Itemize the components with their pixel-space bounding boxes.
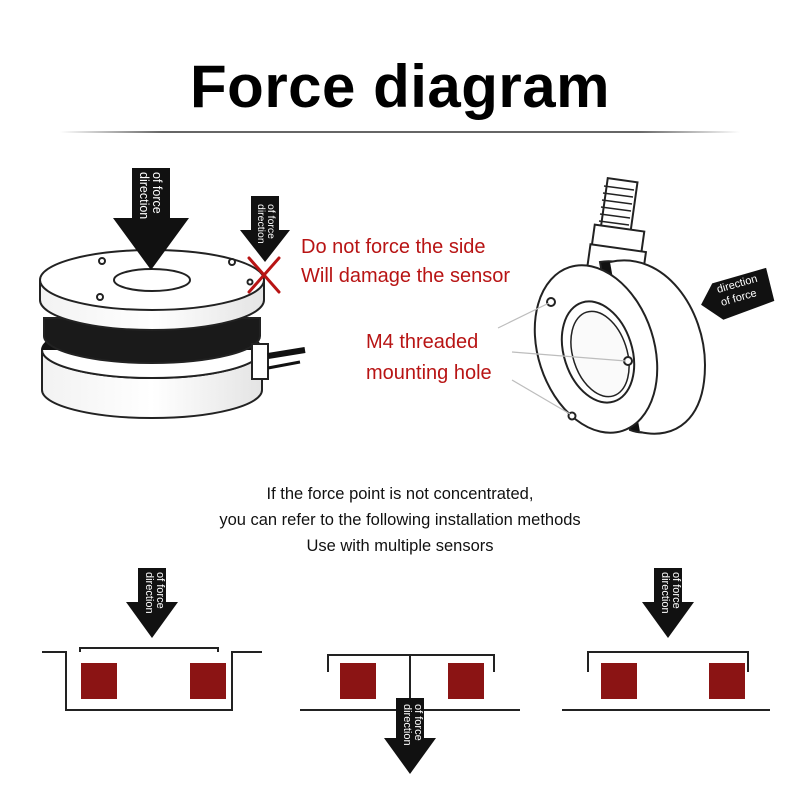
sensor-block [709, 663, 745, 699]
title-divider [60, 131, 740, 133]
force-arrow-label: direction [143, 572, 155, 614]
force-arrow-label: direction [401, 704, 413, 746]
sensor-block [448, 663, 484, 699]
load-cell-cylinder [39, 249, 306, 419]
side-force-warning: Do not force the side Will damage the se… [301, 233, 510, 291]
force-arrow-label: of force [265, 204, 277, 239]
force-arrow-method-1: direction of force [126, 568, 178, 638]
force-arrow-side: direction of force [701, 267, 775, 320]
installation-method-1: direction of force [42, 568, 262, 711]
force-arrow-top: direction of force [113, 168, 189, 270]
mounting-label-line: mounting hole [366, 362, 492, 384]
force-arrow-label: direction [255, 204, 267, 244]
installation-method-3: direction of force [562, 568, 770, 711]
ring-load-cell [533, 259, 707, 435]
force-arrow-label: direction [659, 572, 671, 614]
installation-method-2: direction of force [300, 654, 520, 774]
sensor-block [81, 663, 117, 699]
side-force-arrow: direction of force [240, 196, 290, 262]
sensor-block [601, 663, 637, 699]
sensor-block [340, 663, 376, 699]
sensor-block [190, 663, 226, 699]
page-title: Force diagram [190, 53, 610, 120]
mounting-hole-label: M4 threaded mounting hole [366, 327, 492, 389]
force-arrow-method-2: direction of force [384, 698, 436, 774]
force-arrow-label: of force [154, 572, 166, 609]
mounting-label-line: M4 threaded [366, 331, 479, 353]
force-arrow-label: direction [137, 172, 151, 219]
leader-lines [497, 302, 627, 415]
force-arrow-label: of force [150, 172, 164, 214]
note-line: you can refer to the following installat… [219, 511, 581, 529]
force-arrow-label: of force [412, 704, 424, 741]
warning-line: Will damage the sensor [301, 265, 510, 287]
note-line: If the force point is not concentrated, [266, 485, 534, 503]
force-arrow-label: of force [670, 572, 682, 609]
force-arrow-method-3: direction of force [642, 568, 694, 638]
prohibited-x-icon [247, 256, 281, 294]
note-line: Use with multiple sensors [306, 537, 494, 555]
installation-note: If the force point is not concentrated, … [0, 481, 800, 559]
warning-line: Do not force the side [301, 236, 486, 258]
